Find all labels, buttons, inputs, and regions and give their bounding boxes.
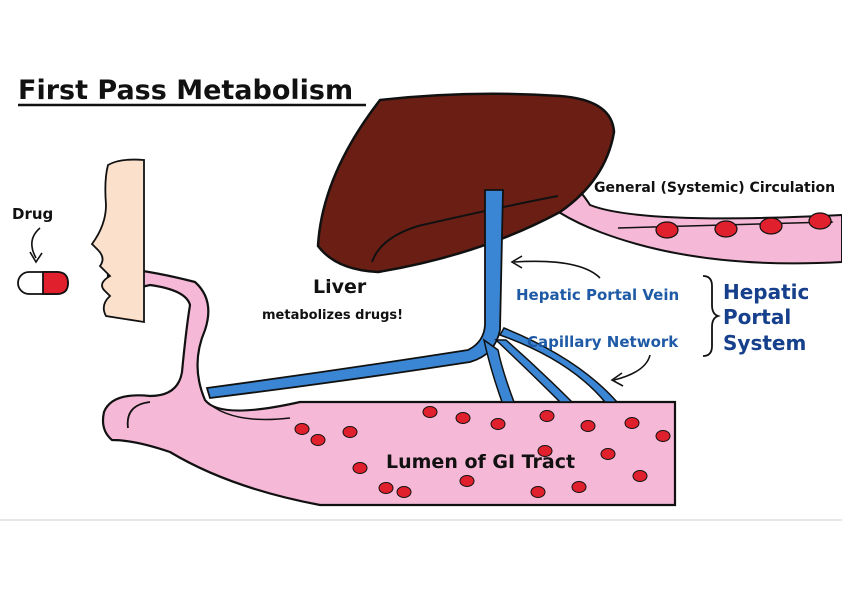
drug-particle [310,434,326,446]
drug-particle [490,418,506,430]
drug-particle [600,448,616,460]
drug-particle [808,212,832,230]
drug-arrow [31,227,41,259]
drug-particle [294,423,310,435]
liver-label: Liver [313,276,367,298]
drug-particle [378,482,394,494]
liver-sublabel: metabolizes drugs! [262,308,403,323]
drug-particle [655,430,671,442]
drug-particle [530,486,546,498]
drug-particle [342,426,358,438]
systemic-circulation-label: General (Systemic) Circulation [594,180,835,196]
brace-icon [702,275,721,357]
liver [316,92,616,274]
capillary-branch [482,338,516,403]
drug-particle [632,470,648,482]
hepatic-portal-system-label-line2: Portal [723,305,791,329]
drug-particle [655,221,679,239]
drug-particle [759,217,783,235]
drug-particle [396,486,412,498]
drug-particle [624,417,640,429]
capillary-branch [498,327,619,403]
capillary-network-label: Capillary Network [527,333,679,351]
drug-particle [352,462,368,474]
systemic-circulation-vessel [523,171,842,265]
arrow-left-icon [610,372,624,387]
arrow-down-icon [29,251,43,264]
hepatic-portal-vein [205,189,619,403]
drug-label: Drug [12,205,53,223]
face-profile [90,158,145,324]
hepatic-portal-system-label-line3: System [723,331,806,355]
drug-particle [537,445,553,457]
vein-pointer-arrow [513,260,601,279]
capillary-pointer-arrow [613,354,651,381]
drug-capsule [17,271,69,295]
hepatic-portal-system-label-line1: Hepatic [723,280,809,304]
gi-tract [101,266,677,507]
drug-particle [571,481,587,493]
drug-particle [714,220,738,238]
arrow-left-icon [510,255,523,269]
page-title: First Pass Metabolism [18,75,353,106]
lumen-drug-particles [294,406,671,498]
drug-particle [455,412,471,424]
drug-particle [580,420,596,432]
gi-lumen-label: Lumen of GI Tract [386,451,575,473]
drug-particle [422,406,438,418]
drug-particle [459,475,475,487]
drug-particle [539,410,555,422]
capillary-branch [494,339,574,403]
hepatic-portal-vein-label: Hepatic Portal Vein [516,286,679,304]
